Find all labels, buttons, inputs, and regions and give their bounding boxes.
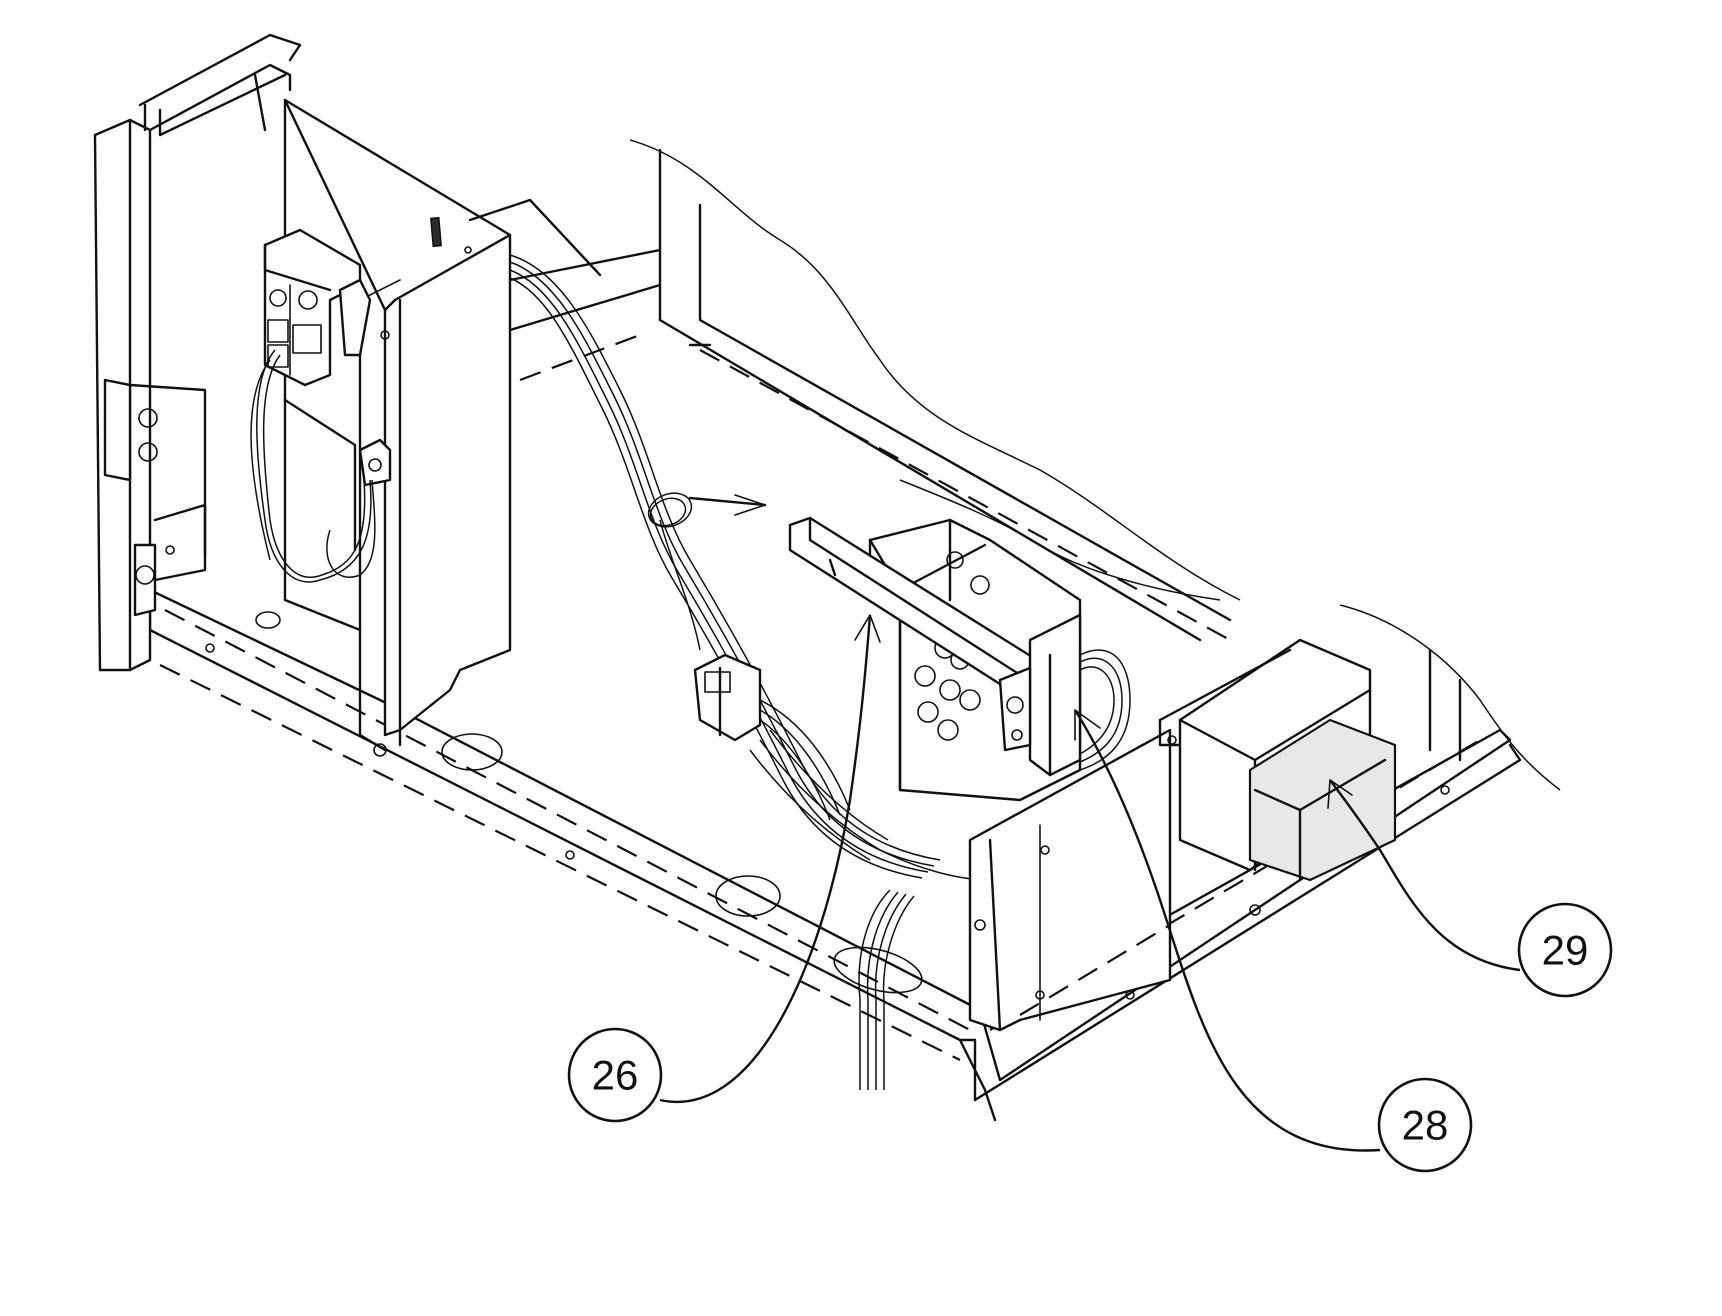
callout-26: 26	[567, 614, 881, 1123]
callout-label-26: 26	[592, 1052, 639, 1099]
back-wall	[468, 139, 1561, 791]
left-post	[93, 33, 302, 672]
callout-28: 28	[1073, 709, 1473, 1173]
wire-harness	[509, 254, 1131, 1090]
transformer	[1158, 638, 1397, 882]
callout-label-29: 29	[1542, 927, 1589, 974]
callout-29: 29	[1327, 779, 1613, 998]
center-module	[788, 516, 1199, 1032]
callout-label-28: 28	[1402, 1102, 1449, 1149]
control-box-left	[250, 98, 512, 771]
